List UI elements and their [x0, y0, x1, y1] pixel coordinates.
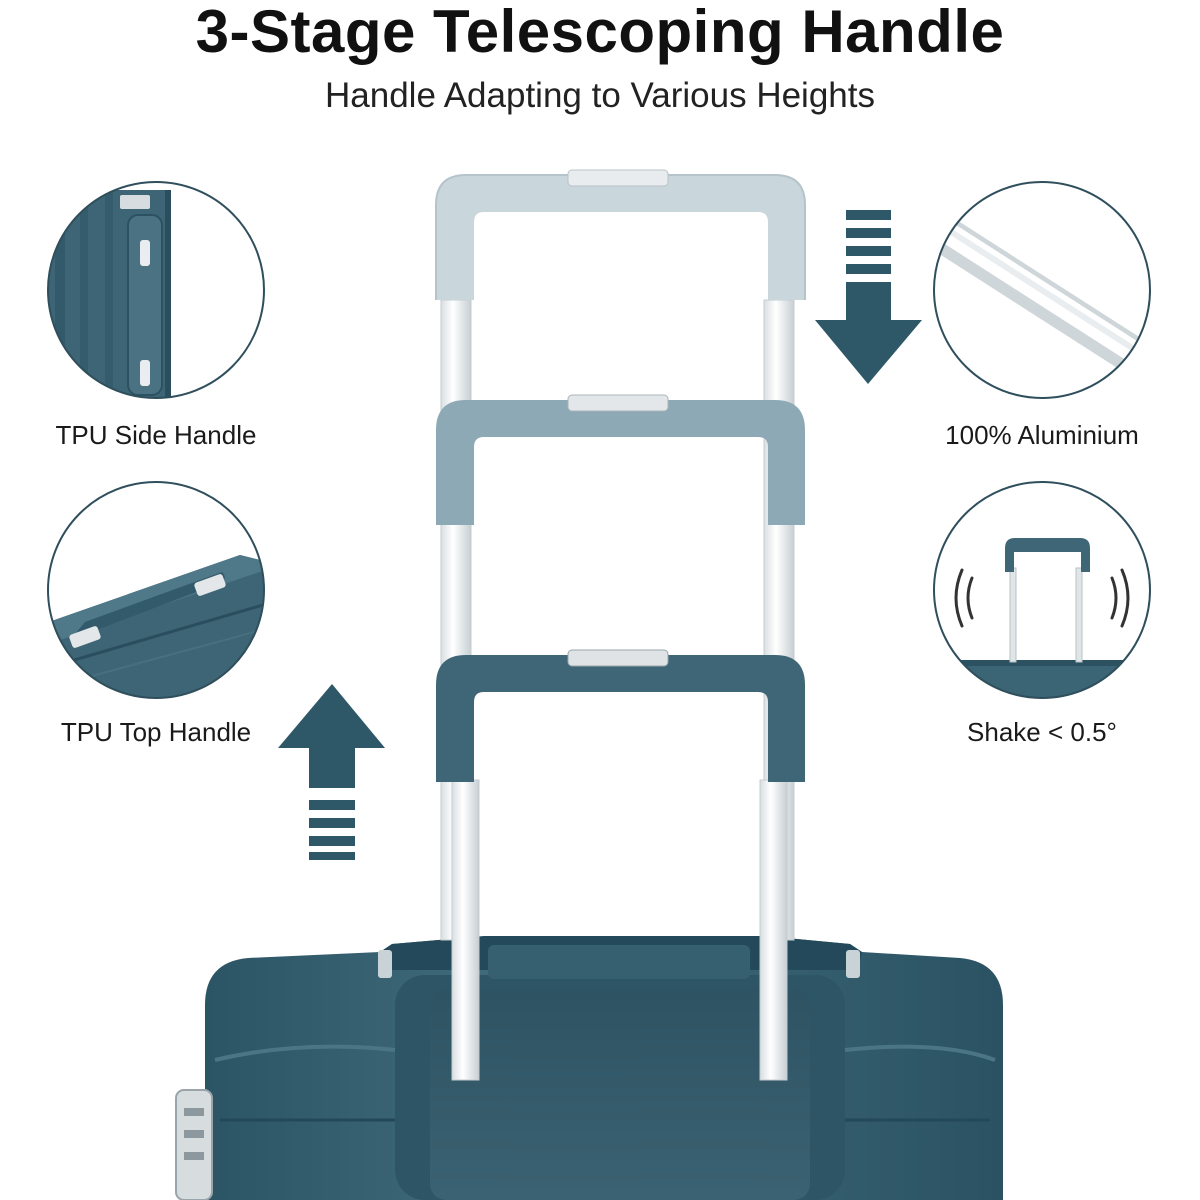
- top-handle-detail: [47, 481, 265, 699]
- aluminium-rod-detail: [933, 181, 1151, 399]
- telescoping-rods: [440, 299, 795, 1081]
- side-handle-detail: [47, 181, 265, 399]
- arrow-down-icon: [815, 210, 922, 384]
- label-shake: Shake < 0.5°: [967, 717, 1117, 747]
- handle-stage-bottom: [436, 649, 805, 782]
- suitcase-body: [175, 936, 1003, 1200]
- label-top-handle: TPU Top Handle: [60, 717, 252, 747]
- page-title: 3-Stage Telescoping Handle: [195, 0, 1005, 65]
- page-subtitle: Handle Adapting to Various Heights: [325, 76, 875, 115]
- handle-stage-middle: [436, 394, 805, 525]
- label-aluminium: 100% Aluminium: [945, 420, 1139, 450]
- label-side-handle: TPU Side Handle: [55, 420, 257, 450]
- shake-detail: [933, 481, 1151, 699]
- vibration-icon: [954, 568, 1130, 628]
- arrow-up-icon: [278, 684, 385, 860]
- handle-stage-top: [435, 169, 806, 300]
